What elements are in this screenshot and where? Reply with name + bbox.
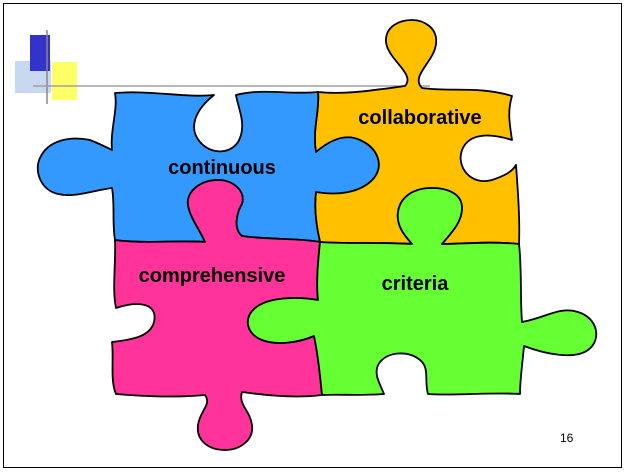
label-comprehensive: comprehensive <box>139 265 286 287</box>
blue-square <box>30 35 50 71</box>
label-continuous: continuous <box>168 157 276 179</box>
yellow-square <box>52 62 77 100</box>
page-number: 16 <box>560 431 574 445</box>
slide-frame <box>3 3 622 468</box>
label-criteria: criteria <box>382 273 450 295</box>
puzzle-piece-criteria <box>247 187 598 396</box>
corner-decoration <box>15 30 430 104</box>
label-collaborative: collaborative <box>358 107 481 129</box>
